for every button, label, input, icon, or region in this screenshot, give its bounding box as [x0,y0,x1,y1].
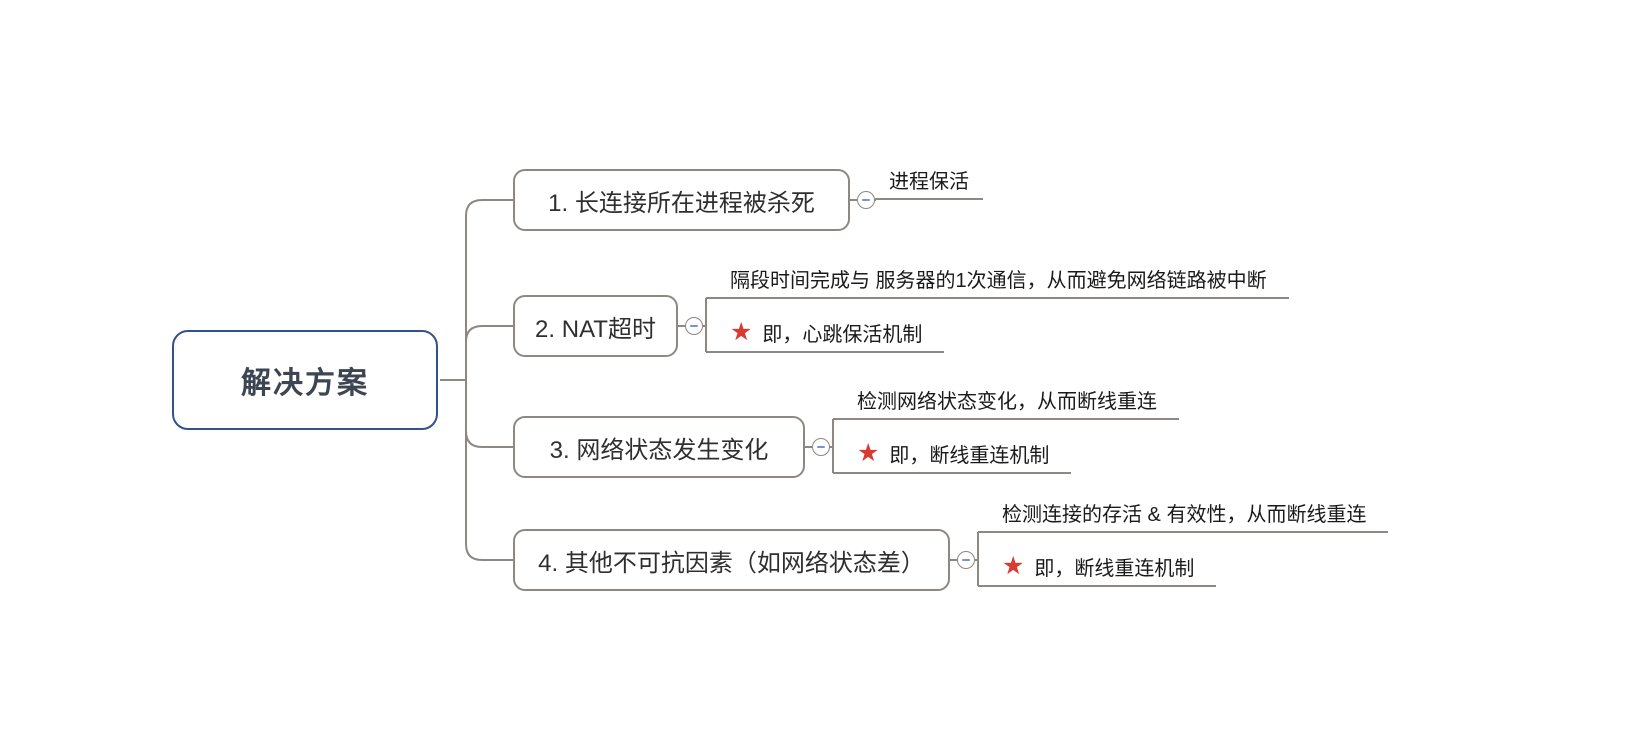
subtopic-process-keepalive[interactable]: 进程保活 [875,162,983,200]
branch2-connector [465,325,513,380]
subtopic-label: 即，心跳保活机制 [762,323,923,346]
topic-3-network-change[interactable]: 3. 网络状态发生变化 [513,416,805,478]
subtopic-label: 隔段时间完成与 服务器的1次通信，从而避免网络链路被中断 [730,269,1267,292]
minus-icon [962,559,970,561]
star-icon: ★ [1002,551,1025,580]
subtopic-label: 检测网络状态变化，从而断线重连 [857,390,1157,413]
topic-1-process-killed[interactable]: 1. 长连接所在进程被杀死 [513,169,850,231]
topic-3-label: 3. 网络状态发生变化 [549,436,769,464]
topic-4-label: 4. 其他不可抗因素（如网络状态差） [538,549,925,577]
collapse-button-2[interactable] [685,317,703,335]
branch1-connector [465,199,513,380]
collapse-button-4[interactable] [957,551,975,569]
topic-2-nat-timeout[interactable]: 2. NAT超时 [513,295,678,357]
minus-icon [690,325,698,327]
subtopic-reconnect-mechanism[interactable]: ★ 即，断线重连机制 [833,436,1072,474]
subtopic-conn-alive-desc[interactable]: 检测连接的存活 & 有效性，从而断线重连 [978,495,1389,533]
collapse-button-3[interactable] [812,438,830,456]
subtopic-label: 即，断线重连机制 [1034,557,1195,580]
minus-icon [817,446,825,448]
branch3-connector [465,380,513,448]
star-icon: ★ [857,438,880,467]
subtopic-heartbeat-desc[interactable]: 隔段时间完成与 服务器的1次通信，从而避免网络链路被中断 [706,261,1289,299]
topic-2-label: 2. NAT超时 [535,315,656,343]
subtopic-label: 即，断线重连机制 [889,444,1050,467]
minus-icon [862,199,870,201]
star-icon: ★ [730,317,753,346]
topic-1-label: 1. 长连接所在进程被杀死 [548,189,815,217]
subtopic-label: 检测连接的存活 & 有效性，从而断线重连 [1002,503,1367,526]
topic-4-other-factors[interactable]: 4. 其他不可抗因素（如网络状态差） [513,529,950,591]
root-topic[interactable]: 解决方案 [172,330,438,430]
subtopic-label: 进程保活 [889,170,969,193]
root-topic-label: 解决方案 [241,367,369,400]
branch4-connector [465,380,513,561]
subtopic-heartbeat-mechanism[interactable]: ★ 即，心跳保活机制 [706,315,945,353]
subtopic-network-detect-desc[interactable]: 检测网络状态变化，从而断线重连 [833,382,1179,420]
collapse-button-1[interactable] [857,191,875,209]
subtopic-reconnect-mechanism-2[interactable]: ★ 即，断线重连机制 [978,549,1217,587]
